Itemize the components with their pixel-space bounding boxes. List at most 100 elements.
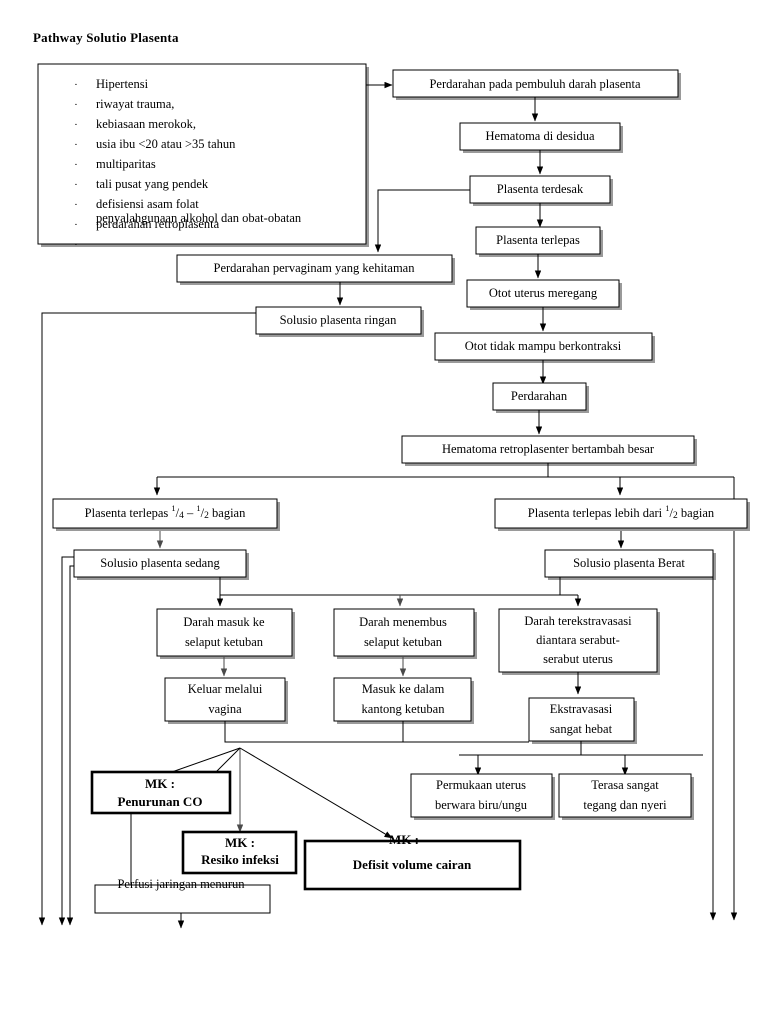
node-otot-tidak-kontraksi: Otot tidak mampu berkontraksi — [434, 332, 655, 363]
risk-factor-box: · Hipertensi · riwayat trauma, · kebiasa… — [37, 63, 369, 251]
bullet-glyph: · — [74, 239, 78, 251]
node-label-line-1: Permukaan uterus — [436, 778, 526, 792]
node-label-line-1: Darah menembus — [359, 615, 447, 629]
mk-label: MK : — [389, 832, 419, 847]
mk-label: MK : — [145, 776, 175, 791]
node-label: Plasenta terlepas 1/4 – 1/2 bagian — [85, 503, 246, 521]
node-label-line-2: berwara biru/ungu — [435, 798, 528, 812]
frac-den: 2 — [673, 511, 678, 521]
bullet-glyph: · — [74, 139, 78, 151]
node-label: Perdarahan pada pembuluh darah plasenta — [429, 77, 640, 91]
node-label: Perfusi jaringan menurun — [117, 877, 245, 891]
bullet-glyph: · — [74, 119, 78, 131]
node-ekstravasasi-hebat: Ekstravasasi sangat hebat — [528, 697, 637, 744]
node-hematoma-desidua: Hematoma di desidua — [459, 122, 623, 153]
bullet-glyph: · — [74, 159, 78, 171]
node-darah-masuk: Darah masuk ke selaput ketuban — [156, 608, 295, 659]
connector-sedang-to-bottom-2 — [66, 565, 74, 926]
bullet-glyph: · — [74, 199, 78, 211]
node-solusio-sedang: Solusio plasenta sedang — [73, 549, 249, 580]
page-title: Pathway Solutio Plasenta — [33, 30, 179, 45]
node-label-line-1: Masuk ke dalam — [362, 682, 445, 696]
mk-box-resiko-infeksi: MK : Resiko infeksi — [181, 830, 298, 875]
node-label: Perdarahan pervaginam yang kehitaman — [214, 261, 416, 275]
node-label: Hematoma di desidua — [486, 129, 595, 143]
risk-factor-item-7: perdarahan retroplasenta — [96, 217, 220, 231]
node-solusio-berat: Solusio plasenta Berat — [544, 549, 716, 580]
bullet-glyph: · — [74, 179, 78, 191]
node-darah-menembus: Darah menembus selaput ketuban — [333, 608, 477, 659]
node-perdarahan-pervaginam: Perdarahan pervaginam yang kehitaman — [176, 254, 455, 285]
node-label-line-1: Darah masuk ke — [183, 615, 265, 629]
connector-sedang-to-bottom — [58, 556, 74, 926]
bullet-glyph: · — [74, 79, 78, 91]
frac-num: 1 — [665, 503, 669, 513]
node-label: Perdarahan — [511, 389, 568, 403]
node-perdarahan-pembuluh: Perdarahan pada pembuluh darah plasenta — [392, 69, 681, 100]
node-hematoma-retroplasenter: Hematoma retroplasenter bertambah besar — [401, 435, 697, 466]
node-label-line-2: vagina — [208, 702, 242, 716]
node-keluar-vagina: Keluar melalui vagina — [164, 677, 288, 724]
node-label: Solusio plasenta ringan — [280, 313, 397, 327]
node-label: Otot uterus meregang — [489, 286, 598, 300]
node-darah-terekstravasasi: Darah terekstravasasi diantara serabut- … — [498, 608, 660, 675]
node-perfusi-menurun: Perfusi jaringan menurun — [94, 877, 271, 914]
frac-post: bagian — [209, 506, 246, 520]
node-terlepas-seperempat: Plasenta terlepas 1/4 – 1/2 bagian — [52, 498, 280, 531]
node-label: Plasenta terlepas — [496, 233, 580, 247]
connector-fan-right — [239, 747, 393, 839]
risk-factor-item-8: penyalahgunaan alkohol dan obat-obatan — [96, 211, 302, 225]
node-label-line-1: Terasa sangat — [591, 778, 659, 792]
connector-berat-stem — [559, 577, 578, 596]
node-label: Hematoma retroplasenter bertambah besar — [442, 442, 655, 456]
mk-box-defisit-volume-cairan: MK : Defisit volume cairan — [303, 832, 522, 891]
risk-factor-items: · Hipertensi · riwayat trauma, · kebiasa… — [74, 77, 302, 251]
risk-factor-item-0: Hipertensi — [96, 77, 149, 91]
node-masuk-kantong: Masuk ke dalam kantong ketuban — [333, 677, 474, 724]
node-plasenta-terdesak: Plasenta terdesak — [469, 175, 613, 206]
frac-den-2: 2 — [204, 511, 209, 521]
node-label: Otot tidak mampu berkontraksi — [465, 339, 622, 353]
risk-factor-item-1: riwayat trauma, — [96, 97, 174, 111]
mk-text: Penurunan CO — [118, 794, 203, 809]
node-label-line-2: sangat hebat — [550, 722, 613, 736]
node-label: Solusio plasenta sedang — [100, 556, 220, 570]
risk-factor-item-6: defisiensi asam folat — [96, 197, 199, 211]
node-label-line-3: serabut uterus — [543, 652, 613, 666]
frac-den-1: 4 — [179, 511, 184, 521]
node-label-line-1: Ekstravasasi — [550, 702, 613, 716]
connector-terdesak-to-pervaginam — [374, 189, 470, 253]
frac-pre: Plasenta terlepas lebih dari — [528, 506, 665, 520]
mk-label: MK : — [225, 835, 255, 850]
connector-ringan-to-bottom — [38, 312, 256, 926]
frac-num-1: 1 — [171, 503, 175, 513]
node-label: Plasenta terdesak — [497, 182, 584, 196]
node-otot-meregang: Otot uterus meregang — [466, 279, 622, 310]
node-label-line-2: selaput ketuban — [185, 635, 264, 649]
connector-merge-bar — [224, 721, 529, 743]
risk-factor-item-4: multiparitas — [96, 157, 156, 171]
mk-text: Defisit volume cairan — [353, 857, 472, 872]
frac-dash: – — [184, 506, 197, 520]
frac-post: bagian — [678, 506, 715, 520]
node-label-line-1: Keluar melalui — [188, 682, 263, 696]
node-permukaan-uterus: Permukaan uterus berwara biru/ungu — [410, 773, 555, 820]
frac-num-2: 1 — [196, 503, 200, 513]
node-plasenta-terlepas: Plasenta terlepas — [475, 226, 603, 257]
node-terlepas-lebih: Plasenta terlepas lebih dari 1/2 bagian — [494, 498, 750, 531]
risk-factor-item-2: kebiasaan merokok, — [96, 117, 196, 131]
node-label-line-2: selaput ketuban — [364, 635, 443, 649]
mk-text: Resiko infeksi — [201, 852, 279, 867]
mk-box-penurunan-co: MK : Penurunan CO — [90, 770, 232, 815]
node-perdarahan: Perdarahan — [492, 382, 589, 413]
node-solusio-ringan: Solusio plasenta ringan — [255, 306, 424, 337]
node-terasa-tegang: Terasa sangat tegang dan nyeri — [558, 773, 694, 820]
risk-factor-item-3: usia ibu <20 atau >35 tahun — [96, 137, 236, 151]
risk-factor-item-5: tali pusat yang pendek — [96, 177, 209, 191]
node-label: Plasenta terlepas lebih dari 1/2 bagian — [528, 503, 715, 521]
node-label-line-2: tegang dan nyeri — [583, 798, 667, 812]
node-label-line-2: kantong ketuban — [362, 702, 446, 716]
node-label: Solusio plasenta Berat — [573, 556, 685, 570]
